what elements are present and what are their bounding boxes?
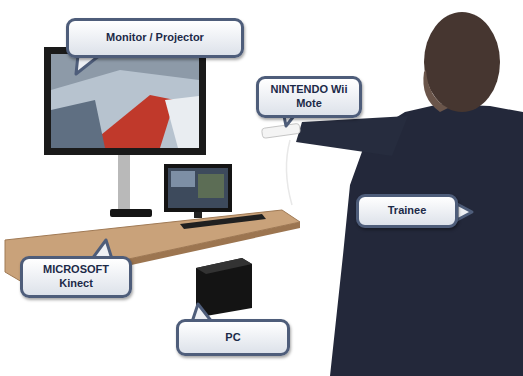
screen-window [171,171,195,187]
callout-label: Monitor / Projector [106,31,204,45]
monitor-stand [194,212,202,218]
trainee-arm [296,116,408,156]
pc-tower [196,258,252,316]
monitor-pole [118,155,130,215]
callout-tail [457,204,472,220]
remote-cable [286,140,292,205]
callout-label: Trainee [388,204,427,218]
callout-label: MICROSOFT Kinect [30,263,122,291]
screen-ceiling [51,54,199,90]
callout-box: PC [176,319,290,356]
screen-window [198,174,224,198]
monitor-bezel [44,47,206,155]
callout-label: PC [225,331,240,345]
screen-floor [165,96,199,148]
pc-monitor-screen [168,168,228,208]
callout-box: NINTENDO Wii Mote [256,76,362,118]
kinect-sensor [110,209,152,217]
pc-tower-top [196,258,252,274]
trainee-head [424,12,500,112]
screen-shape [51,100,105,148]
callout-label: NINTENDO Wii Mote [266,83,352,111]
trainee-face [423,70,448,112]
keyboard [180,214,266,229]
pc-monitor [164,164,232,212]
callout-box: MICROSOFT Kinect [20,256,132,298]
callout-box: Trainee [356,194,458,228]
monitor-screen [51,54,199,148]
callout-box: Monitor / Projector [66,18,244,58]
wii-remote [261,123,300,138]
